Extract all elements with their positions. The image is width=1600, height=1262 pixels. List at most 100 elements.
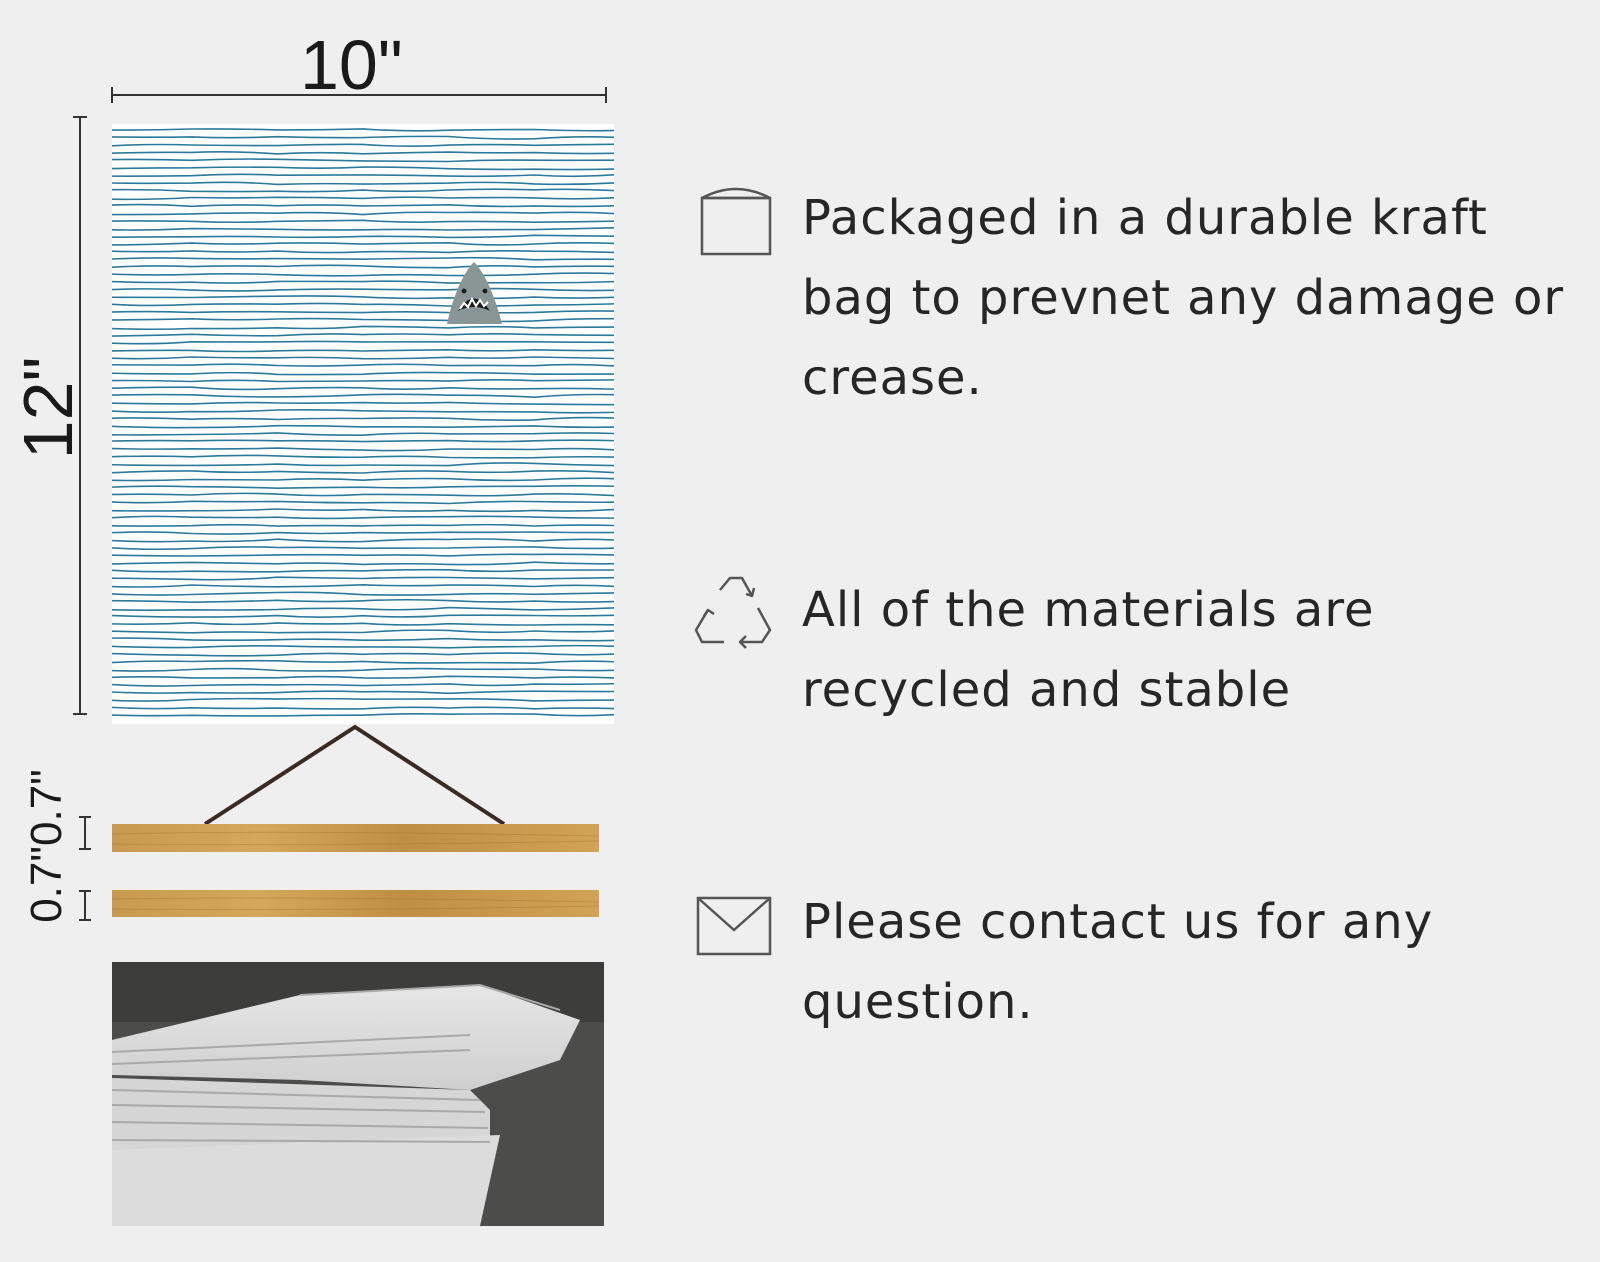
wave-line bbox=[112, 576, 614, 581]
wave-line bbox=[112, 538, 614, 543]
envelope-icon bbox=[696, 896, 772, 956]
wave-line bbox=[112, 356, 614, 360]
wave-line bbox=[112, 173, 614, 178]
wave-line bbox=[112, 287, 614, 292]
wave-line bbox=[112, 264, 614, 269]
width-dimension-label: 10" bbox=[300, 26, 403, 104]
shark-fin-icon bbox=[447, 262, 502, 324]
wave-line bbox=[112, 135, 614, 140]
width-dimension-line bbox=[111, 87, 607, 103]
wave-line bbox=[112, 203, 614, 208]
wave-line bbox=[112, 408, 614, 414]
hanging-string bbox=[203, 724, 506, 826]
wave-line bbox=[112, 151, 614, 155]
wave-line bbox=[112, 211, 614, 216]
wave-line bbox=[112, 614, 614, 618]
rod-dimension-lines bbox=[79, 816, 91, 921]
wave-line bbox=[112, 667, 614, 672]
wave-line bbox=[112, 158, 614, 163]
wave-line bbox=[112, 302, 614, 307]
wave-line bbox=[112, 371, 614, 376]
wave-line bbox=[112, 706, 614, 710]
feature-contact-text: Please contact us for any question. bbox=[802, 894, 1434, 1030]
wave-line bbox=[112, 682, 614, 687]
wave-line bbox=[112, 606, 614, 611]
feature-packaging: Packaged in a durable kraft bag to prevn… bbox=[690, 178, 1592, 418]
wave-line bbox=[112, 637, 614, 642]
wave-line bbox=[112, 629, 614, 634]
wave-line bbox=[112, 652, 614, 657]
wave-line bbox=[112, 256, 614, 261]
wave-line bbox=[112, 492, 614, 497]
box-icon bbox=[700, 187, 772, 256]
wave-line bbox=[112, 515, 614, 520]
wave-line bbox=[112, 553, 614, 557]
wave-line bbox=[112, 280, 614, 284]
wave-line bbox=[112, 454, 614, 459]
wave-line bbox=[112, 568, 614, 573]
wave-line bbox=[112, 363, 614, 367]
wave-line bbox=[112, 196, 614, 201]
poster bbox=[112, 124, 614, 724]
wave-lines bbox=[112, 128, 614, 717]
packaging-photo bbox=[111, 962, 604, 1226]
wave-line bbox=[112, 379, 614, 383]
wave-line bbox=[112, 561, 614, 566]
height-dimension-line bbox=[73, 116, 87, 715]
wave-line bbox=[112, 644, 614, 649]
wave-line bbox=[112, 424, 614, 429]
wave-line bbox=[112, 462, 614, 467]
feature-packaging-text: Packaged in a durable kraft bag to prevn… bbox=[802, 190, 1565, 406]
wave-line bbox=[112, 188, 614, 193]
wave-line bbox=[112, 485, 614, 490]
wave-line bbox=[112, 598, 614, 604]
wave-line bbox=[112, 219, 614, 224]
wave-line bbox=[112, 272, 614, 277]
wave-line bbox=[112, 143, 614, 147]
rod-thickness-label: 0.7"0.7" bbox=[22, 769, 71, 923]
wave-line bbox=[112, 439, 614, 443]
wave-line bbox=[112, 386, 614, 391]
wave-line bbox=[112, 591, 614, 596]
wave-line bbox=[112, 659, 614, 665]
wave-line bbox=[112, 348, 614, 353]
wave-line bbox=[112, 697, 614, 702]
wooden-rod-top bbox=[111, 824, 600, 852]
wave-line bbox=[112, 128, 614, 132]
wave-line bbox=[112, 181, 614, 186]
wave-line bbox=[112, 166, 614, 171]
wave-line bbox=[112, 447, 614, 452]
wave-line bbox=[112, 310, 614, 314]
wave-line bbox=[112, 295, 614, 300]
wave-line bbox=[112, 401, 614, 406]
wave-line bbox=[112, 325, 614, 331]
wave-line bbox=[112, 416, 614, 421]
wooden-rod-bottom bbox=[111, 890, 600, 917]
wave-line bbox=[112, 317, 614, 323]
wave-line bbox=[112, 713, 614, 717]
wave-line bbox=[112, 470, 614, 474]
wave-line bbox=[112, 227, 614, 231]
wave-line bbox=[112, 531, 614, 535]
recycle-icon bbox=[694, 576, 772, 649]
wave-line bbox=[112, 241, 614, 246]
wave-line bbox=[112, 432, 614, 437]
wave-line bbox=[112, 250, 614, 254]
feature-recycle-text: All of the materials are recycled and st… bbox=[802, 582, 1375, 718]
wave-line bbox=[112, 477, 614, 482]
feature-contact: Please contact us for any question. bbox=[690, 882, 1592, 1042]
wave-line bbox=[112, 393, 614, 399]
wave-line bbox=[112, 583, 614, 588]
wave-line bbox=[112, 690, 614, 695]
wave-line bbox=[112, 500, 614, 505]
wave-line bbox=[112, 621, 614, 626]
wave-line bbox=[112, 675, 614, 679]
wave-line bbox=[112, 523, 614, 527]
wave-line bbox=[112, 508, 614, 513]
height-dimension-label: 12" bbox=[9, 356, 87, 460]
wave-line bbox=[112, 546, 614, 551]
wave-line bbox=[112, 234, 614, 239]
feature-recycle: All of the materials are recycled and st… bbox=[690, 570, 1592, 730]
wave-line bbox=[112, 333, 614, 337]
